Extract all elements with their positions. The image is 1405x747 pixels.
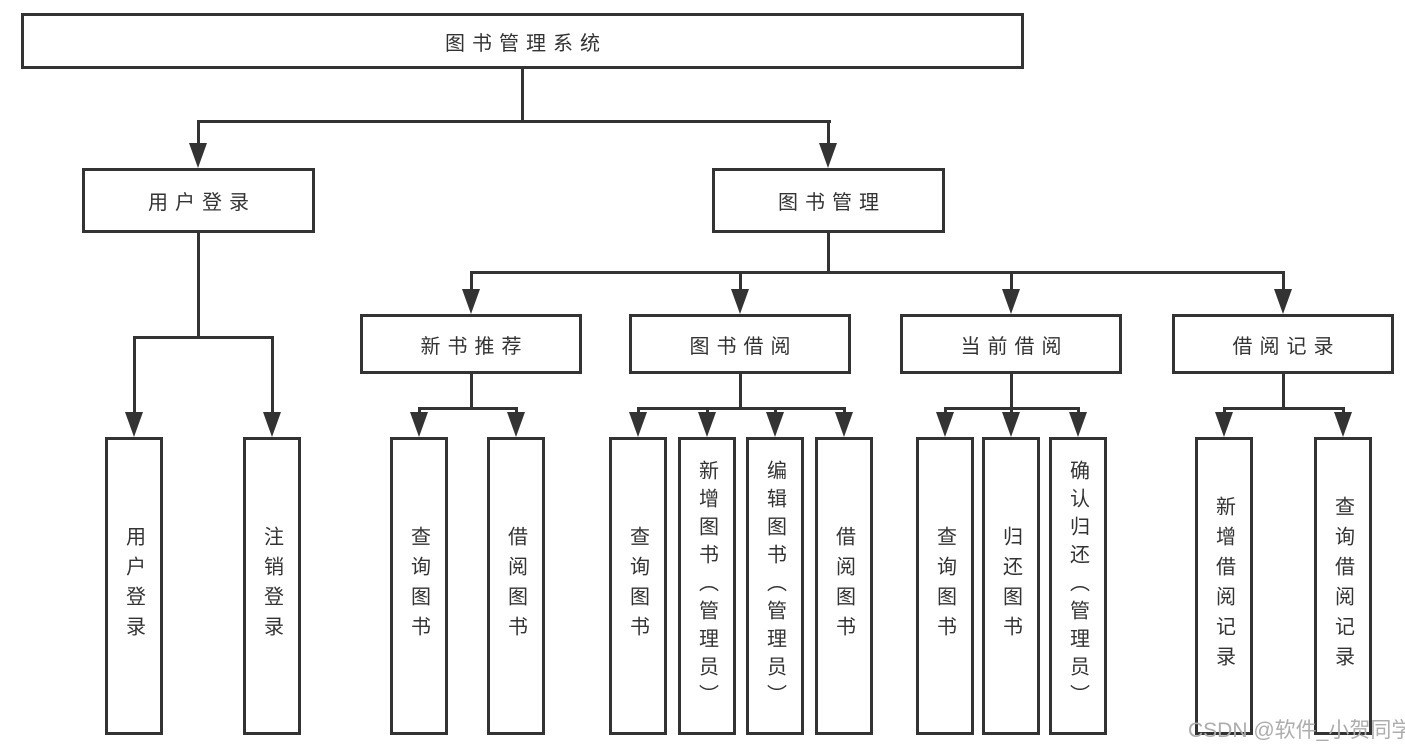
leaf-recommend-borrow-books-label: 借阅图书 <box>504 526 527 646</box>
connector-line <box>197 120 831 123</box>
node-user-login-label: 用户登录 <box>148 192 256 214</box>
arrow-down-icon <box>125 412 143 437</box>
leaf-recommend-borrow-books: 借阅图书 <box>487 437 545 735</box>
leaf-add-borrow-record-label: 新增借阅记录 <box>1212 496 1235 676</box>
arrow-down-icon <box>410 412 428 437</box>
connector-line <box>1010 374 1013 407</box>
node-new-book-recommend-label: 新书推荐 <box>420 335 529 358</box>
connector-line <box>637 407 640 415</box>
node-book-borrow: 图书借阅 <box>629 314 851 374</box>
node-root: 图书管理系统 <box>21 13 1024 69</box>
leaf-query-borrow-record: 查询借阅记录 <box>1314 437 1372 735</box>
arrow-down-icon <box>1274 289 1292 314</box>
connector-line <box>515 407 518 415</box>
connector-line <box>1223 407 1345 410</box>
leaf-borrow-books: 借阅图书 <box>815 437 873 735</box>
leaf-return-books-label: 归还图书 <box>999 526 1022 646</box>
node-book-management-label: 图书管理 <box>778 192 886 214</box>
connector-line <box>470 271 473 291</box>
arrow-down-icon <box>1334 412 1352 437</box>
node-current-borrow-label: 当前借阅 <box>960 335 1069 358</box>
leaf-recommend-query-books: 查询图书 <box>390 437 448 735</box>
leaf-return-books: 归还图书 <box>982 437 1040 735</box>
connector-line <box>418 407 421 415</box>
node-borrow-records: 借阅记录 <box>1172 314 1394 374</box>
connector-line <box>197 120 200 145</box>
node-root-label: 图书管理系统 <box>445 32 607 55</box>
leaf-user-login-label: 用户登录 <box>122 526 145 646</box>
connector-line <box>706 407 709 415</box>
connector-line <box>827 120 830 145</box>
connector-line <box>271 336 274 412</box>
arrow-down-icon <box>698 412 716 437</box>
connector-line <box>521 69 524 120</box>
leaf-user-login: 用户登录 <box>105 437 163 735</box>
node-book-management: 图书管理 <box>712 168 945 233</box>
arrow-down-icon <box>731 289 749 314</box>
connector-line <box>739 271 742 291</box>
leaf-add-books-admin: 新增图书（管理员） <box>678 437 736 735</box>
connector-line <box>774 407 777 415</box>
leaf-edit-books-admin: 编辑图书（管理员） <box>746 437 804 735</box>
connector-line <box>1223 407 1226 415</box>
leaf-borrow-query-books: 查询图书 <box>609 437 667 735</box>
arrow-down-icon <box>766 412 784 437</box>
arrow-down-icon <box>189 143 207 168</box>
connector-line <box>418 407 518 410</box>
arrow-down-icon <box>1002 289 1020 314</box>
connector-line <box>1282 374 1285 407</box>
node-book-borrow-label: 图书借阅 <box>689 335 798 358</box>
connector-line <box>843 407 846 415</box>
connector-line <box>470 374 473 407</box>
leaf-borrow-books-label: 借阅图书 <box>832 526 855 646</box>
connector-line <box>739 374 742 407</box>
arrow-down-icon <box>1002 412 1020 437</box>
connector-line <box>944 407 947 415</box>
connector-line <box>470 271 1284 274</box>
arrow-down-icon <box>629 412 647 437</box>
leaf-add-borrow-record: 新增借阅记录 <box>1195 437 1253 735</box>
leaf-add-books-admin-label: 新增图书（管理员） <box>695 460 718 712</box>
node-borrow-records-label: 借阅记录 <box>1232 335 1341 358</box>
leaf-logout: 注销登录 <box>243 437 301 735</box>
watermark: CSDN @软件_小贺同学 <box>1188 719 1405 742</box>
leaf-borrow-query-books-label: 查询图书 <box>626 526 649 646</box>
connector-line <box>1077 407 1080 415</box>
leaf-query-borrow-record-label: 查询借阅记录 <box>1331 496 1354 676</box>
connector-line <box>133 336 274 339</box>
connector-line <box>637 407 846 410</box>
connector-line <box>827 233 830 271</box>
connector-line <box>1282 271 1285 291</box>
node-new-book-recommend: 新书推荐 <box>360 314 582 374</box>
leaf-confirm-return-admin-label: 确认归还（管理员） <box>1066 460 1089 712</box>
leaf-logout-label: 注销登录 <box>260 526 283 646</box>
leaf-confirm-return-admin: 确认归还（管理员） <box>1049 437 1107 735</box>
arrow-down-icon <box>835 412 853 437</box>
arrow-down-icon <box>462 289 480 314</box>
connector-line <box>1010 407 1013 415</box>
leaf-edit-books-admin-label: 编辑图书（管理员） <box>763 460 786 712</box>
leaf-recommend-query-books-label: 查询图书 <box>407 526 430 646</box>
arrow-down-icon <box>507 412 525 437</box>
arrow-down-icon <box>1069 412 1087 437</box>
arrow-down-icon <box>819 143 837 168</box>
node-current-borrow: 当前借阅 <box>900 314 1122 374</box>
node-user-login: 用户登录 <box>82 168 315 233</box>
arrow-down-icon <box>1215 412 1233 437</box>
connector-line <box>197 233 200 336</box>
connector-line <box>1010 271 1013 291</box>
leaf-current-query-books-label: 查询图书 <box>933 526 956 646</box>
connector-line <box>133 336 136 412</box>
arrow-down-icon <box>936 412 954 437</box>
arrow-down-icon <box>263 412 281 437</box>
leaf-current-query-books: 查询图书 <box>916 437 974 735</box>
connector-line <box>1342 407 1345 415</box>
